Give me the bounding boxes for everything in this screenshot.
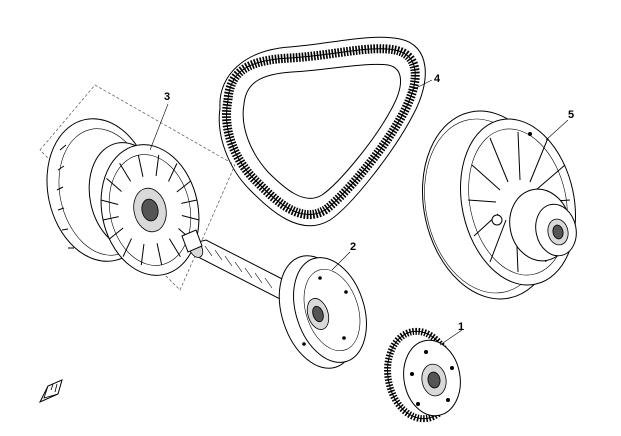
- one-way-clutch[interactable]: [381, 326, 466, 424]
- assembly-boundary: [39, 84, 236, 291]
- callout-1: 1: [458, 321, 464, 333]
- leader-lines: [149, 79, 569, 346]
- clutch-shaft-assembly[interactable]: [181, 229, 379, 378]
- callout-5: 5: [568, 109, 574, 121]
- callout-3: 3: [164, 91, 170, 103]
- driven-clutch-assembly[interactable]: [406, 98, 591, 311]
- drive-belt[interactable]: [218, 36, 426, 227]
- front-arrow-icon: [38, 379, 63, 404]
- callout-2: 2: [350, 241, 356, 253]
- drive-clutch-assembly[interactable]: [34, 84, 236, 291]
- callout-4: 4: [434, 73, 441, 85]
